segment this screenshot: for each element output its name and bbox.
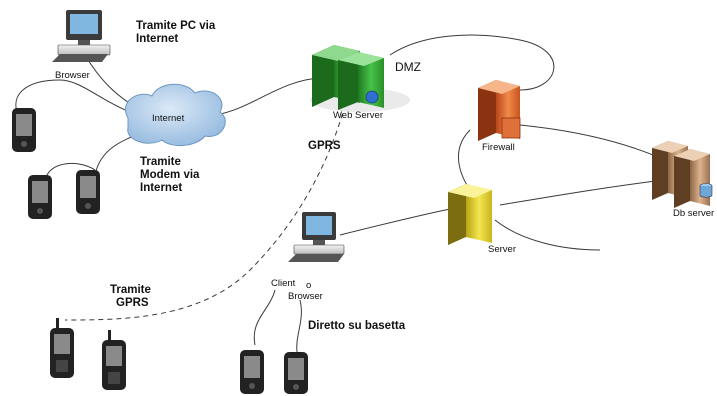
pda-icon [12, 108, 36, 152]
label-dmz: DMZ [395, 60, 421, 74]
label-browser-top: Browser [55, 70, 90, 81]
label-db-server: Db server [673, 208, 715, 219]
label-client: Client [271, 278, 296, 289]
mobile-phone-icon [50, 318, 74, 378]
label-tramite-pc-internet: Tramite PC via Internet [136, 20, 215, 46]
label-client-o: o [306, 280, 312, 291]
label-gprs-top: GPRS [308, 140, 341, 152]
link-firewall-server [457, 129, 471, 191]
server-icon [448, 184, 492, 245]
label-line: Internet [140, 182, 183, 194]
label-line: Internet [136, 33, 179, 45]
label-internet: Internet [152, 113, 185, 124]
pda-icon [28, 175, 52, 219]
firewall-server-icon [478, 80, 521, 141]
label-line: Tramite [140, 156, 181, 168]
cloud-icon [125, 83, 226, 146]
web-server-icon [310, 45, 410, 112]
link-server-dbserver [499, 179, 666, 206]
desktop-pc-icon [288, 212, 345, 262]
link-internet-webserver [214, 77, 321, 116]
label-tramite-gprs: Tramite GPRS [110, 284, 151, 310]
link-client-basetta-left [253, 289, 276, 346]
mobile-phone-icon [102, 330, 126, 390]
link-webserver-gprs [64, 104, 346, 321]
label-line: Modem via [140, 169, 200, 181]
pda-icon [76, 170, 100, 214]
label-firewall: Firewall [482, 142, 515, 153]
link-client-basetta-right [296, 299, 302, 353]
database-icon [699, 183, 713, 198]
label-line: Tramite PC via [136, 20, 216, 32]
desktop-pc-icon [52, 10, 111, 62]
label-diretto-basetta: Diretto su basetta [308, 320, 406, 332]
link-server-firewall-return [494, 219, 601, 251]
db-server-icon [652, 141, 713, 208]
pda-icon [284, 352, 308, 394]
link-firewall-dbserver [519, 124, 666, 161]
link-client-server [339, 207, 456, 236]
label-client-browser: Browser [288, 291, 323, 302]
label-line: Tramite [110, 284, 151, 296]
pda-icon [240, 350, 264, 394]
label-server: Server [488, 244, 516, 255]
connections [15, 34, 666, 353]
label-tramite-modem: Tramite Modem via Internet [140, 156, 199, 195]
label-line: GPRS [116, 297, 149, 309]
link-webserver-firewall [389, 34, 555, 91]
label-web-server: Web Server [333, 110, 383, 121]
link-pda-top-internet [15, 79, 131, 116]
